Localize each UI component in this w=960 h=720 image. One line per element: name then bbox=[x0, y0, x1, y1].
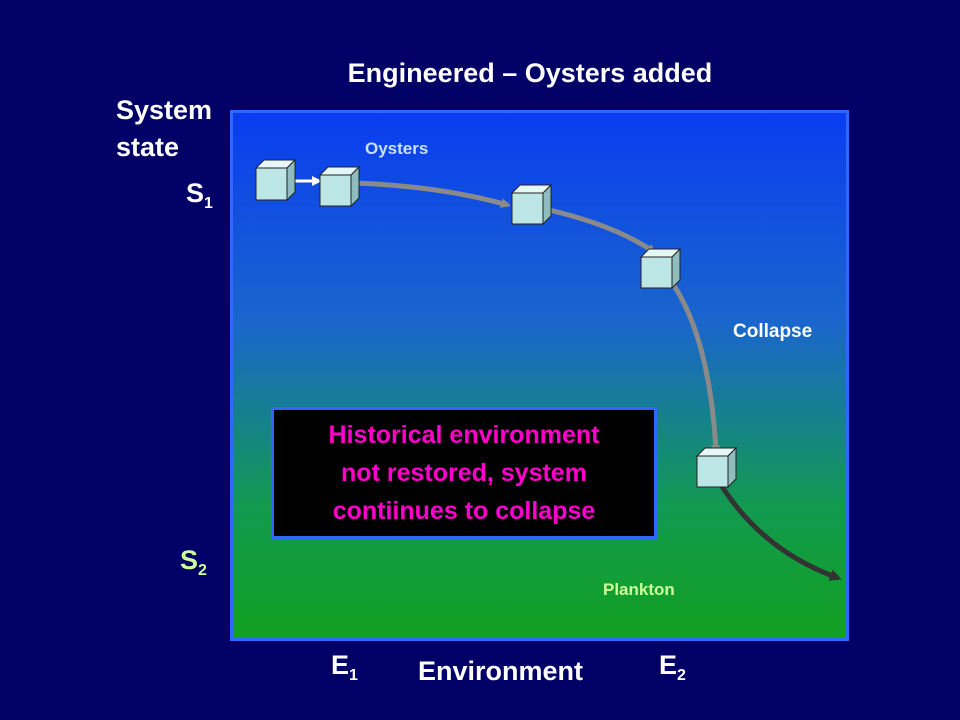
diagram-title: Engineered – Oysters added bbox=[347, 58, 713, 88]
state-s1-label: S1 bbox=[186, 178, 213, 213]
state-s1-base: S bbox=[186, 178, 205, 208]
trajectory-arrow-1 bbox=[354, 180, 511, 208]
environment-e2-label: E2 bbox=[659, 650, 686, 685]
cube bbox=[695, 446, 738, 489]
oysters-label: Oysters bbox=[365, 139, 429, 158]
y-axis-label: System state bbox=[116, 92, 212, 166]
state-s1-sub: 1 bbox=[204, 195, 213, 212]
y-axis-label-line1: System bbox=[116, 95, 213, 125]
state-s2-base: S bbox=[180, 545, 199, 575]
cube bbox=[318, 165, 361, 208]
env-e2-sub: 2 bbox=[677, 667, 686, 684]
note-line3: contiinues to collapse bbox=[332, 497, 596, 525]
cube bbox=[510, 183, 553, 226]
note-line2: not restored, system bbox=[341, 459, 587, 487]
note-box: Historical environment not restored, sys… bbox=[271, 407, 657, 539]
env-e1-sub: 1 bbox=[349, 667, 358, 684]
state-s2-sub: 2 bbox=[198, 562, 207, 579]
env-e2-base: E bbox=[659, 650, 678, 680]
x-axis-label: Environment bbox=[418, 656, 584, 686]
note-line1: Historical environment bbox=[328, 421, 600, 449]
cube bbox=[254, 158, 297, 202]
collapse-label: Collapse bbox=[733, 321, 813, 342]
y-axis-label-line2: state bbox=[116, 132, 180, 162]
collapse-arrow bbox=[715, 478, 842, 581]
trajectory-arrow-3 bbox=[670, 282, 721, 455]
cube bbox=[639, 247, 682, 290]
plankton-label: Plankton bbox=[603, 580, 675, 599]
trajectory-arrow-2 bbox=[544, 206, 657, 255]
state-s2-label: S2 bbox=[180, 545, 207, 580]
env-e1-base: E bbox=[331, 650, 350, 680]
environment-e1-label: E1 bbox=[331, 650, 358, 685]
